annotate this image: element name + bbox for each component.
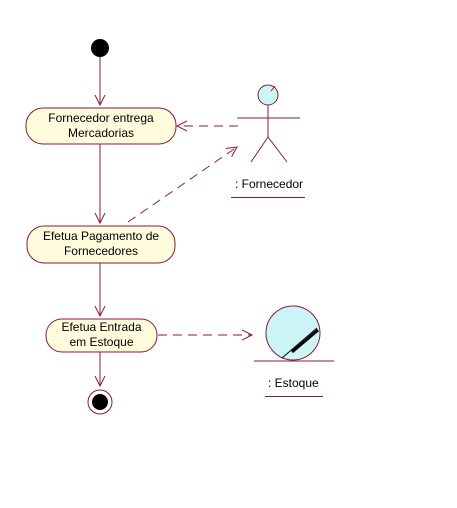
activity-receive-label-line1: Fornecedor entrega: [48, 111, 154, 125]
actor-leg-left: [250, 136, 269, 163]
entity-label-underline: [265, 396, 323, 397]
activity-stock-label: Efetua Entrada em Estoque: [46, 320, 157, 350]
entity-circle: [265, 305, 321, 361]
activity-stock-label-line1: Efetua Entrada: [61, 320, 142, 334]
activity-receive-label-line2: Mercadorias: [67, 126, 135, 140]
initial-node: [91, 39, 109, 57]
entity-selection-mark-thin: [281, 327, 318, 359]
actor-head-mark: [270, 85, 276, 92]
activity-payment-label-line1: Efetua Pagamento de: [42, 229, 160, 243]
activity-stock[interactable]: [45, 318, 158, 353]
actor-label-underline: [231, 197, 305, 198]
entity-label: : Estoque: [268, 376, 319, 390]
entity-estoque[interactable]: [254, 305, 334, 362]
actor-head: [257, 84, 279, 106]
activity-receive-label: Fornecedor entrega Mercadorias: [26, 111, 176, 141]
actor-label: : Fornecedor: [235, 177, 304, 191]
activity-payment-label-line2: Fornecedores: [63, 244, 139, 258]
actor-fornecedor[interactable]: [237, 84, 300, 163]
object-flow-payment-to-actor: [127, 147, 237, 223]
final-node-dot: [92, 394, 108, 410]
entity-selection-mark-thick: [291, 328, 319, 354]
activity-payment-label: Efetua Pagamento de Fornecedores: [27, 229, 175, 259]
activity-stock-label-line2: em Estoque: [69, 335, 134, 349]
activity-payment[interactable]: [26, 225, 176, 264]
actor-leg-right: [267, 136, 288, 163]
